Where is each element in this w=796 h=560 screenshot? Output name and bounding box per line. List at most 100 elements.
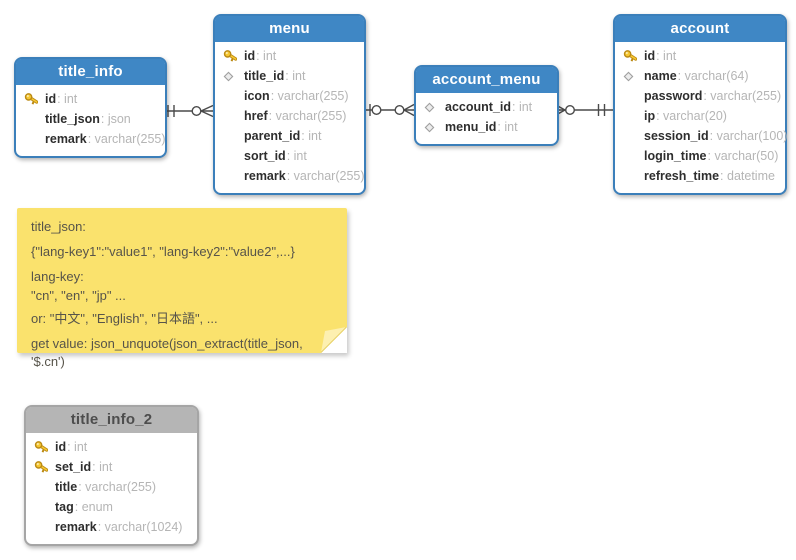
table-title: title_info_2	[70, 411, 153, 428]
field-type: : int	[301, 129, 322, 143]
field-type: : json	[100, 112, 131, 126]
field-type: : varchar(100)	[709, 129, 788, 143]
table-header[interactable]: account_menu	[416, 67, 557, 93]
field-row-tag: tag: enum	[32, 497, 191, 517]
field-type: : int	[285, 69, 306, 83]
field-row-session_id: session_id: varchar(100)	[621, 126, 787, 146]
field-type: : varchar(20)	[656, 109, 727, 123]
field-name: password	[644, 89, 703, 103]
table-header[interactable]: menu	[215, 16, 364, 42]
crow-foot-marker	[403, 109, 415, 117]
diamond-icon	[422, 122, 445, 133]
field-name: href	[244, 109, 268, 123]
field-name: refresh_time	[644, 169, 720, 183]
field-name: title_json	[45, 112, 100, 126]
table-title: account_menu	[432, 71, 541, 88]
field-type: : datetime	[720, 169, 775, 183]
field-name: id	[55, 440, 67, 454]
sticky-note[interactable]: title_json: {"lang-key1":"value1", "lang…	[17, 208, 347, 369]
diamond-icon	[621, 71, 644, 82]
field-name: menu_id	[445, 120, 497, 134]
cardinality-zero-circle	[371, 104, 382, 115]
table-title: title_info	[58, 63, 123, 80]
field-name: tag	[55, 500, 74, 514]
field-type: : int	[497, 120, 518, 134]
field-name: account_id	[445, 100, 511, 114]
field-row-menu_id: menu_id: int	[422, 117, 551, 137]
table-header[interactable]: title_info	[16, 59, 165, 85]
field-name: sort_id	[244, 149, 286, 163]
field-row-set_id: set_id: int	[32, 457, 191, 477]
cardinality-zero-circle	[565, 104, 576, 115]
crow-foot-marker	[200, 104, 214, 112]
field-row-parent_id: parent_id: int	[221, 126, 358, 146]
field-name: session_id	[644, 129, 709, 143]
field-name: icon	[244, 89, 270, 103]
field-name: title_id	[244, 69, 285, 83]
field-row-id: id: int	[221, 46, 358, 66]
field-type: : varchar(255)	[286, 169, 365, 183]
key-icon	[221, 49, 244, 63]
key-icon	[32, 440, 55, 454]
field-name: name	[644, 69, 677, 83]
relationship-title_info-menu[interactable]	[163, 104, 214, 118]
field-row-id: id: int	[621, 46, 779, 66]
diamond-icon	[221, 71, 244, 82]
note-line: "cn", "en", "jp" ...	[31, 288, 126, 303]
field-type: : int	[256, 49, 277, 63]
field-name: parent_id	[244, 129, 301, 143]
field-name: id	[45, 92, 57, 106]
table-title: menu	[269, 20, 310, 37]
field-row-name: name: varchar(64)	[621, 66, 779, 86]
note-line: lang-key:	[31, 269, 84, 284]
field-row-refresh_time: refresh_time: datetime	[621, 166, 779, 186]
field-name: remark	[55, 520, 97, 534]
field-type: : int	[286, 149, 307, 163]
field-row-title_json: title_json: json	[22, 109, 159, 129]
table-header[interactable]: title_info_2	[26, 407, 197, 433]
field-row-password: password: varchar(255)	[621, 86, 781, 106]
field-name: id	[244, 49, 256, 63]
relationship-account_menu-account[interactable]	[554, 103, 613, 117]
field-row-login_time: login_time: varchar(50)	[621, 146, 779, 166]
field-row-remark: remark: varchar(255)	[221, 166, 365, 186]
field-name: ip	[644, 109, 656, 123]
field-type: : varchar(64)	[677, 69, 749, 83]
key-icon	[621, 49, 644, 63]
field-row-icon: icon: varchar(255)	[221, 86, 358, 106]
field-name: title	[55, 480, 78, 494]
note-line: get value: json_unquote(json_extract(tit…	[31, 336, 303, 369]
field-name: login_time	[644, 149, 707, 163]
table-header[interactable]: account	[615, 16, 785, 42]
field-type: : varchar(255)	[87, 132, 166, 146]
field-name: remark	[244, 169, 286, 183]
field-name: set_id	[55, 460, 92, 474]
crow-foot-marker	[403, 103, 415, 111]
field-name: remark	[45, 132, 87, 146]
field-row-remark: remark: varchar(1024)	[32, 517, 191, 537]
note-line: {"lang-key1":"value1", "lang-key2":"valu…	[31, 244, 295, 259]
field-type: : int	[92, 460, 113, 474]
field-type: : int	[512, 100, 533, 114]
field-row-account_id: account_id: int	[422, 97, 551, 117]
field-row-href: href: varchar(255)	[221, 106, 358, 126]
note-line: or: "中文", "English", "日本語", ...	[31, 311, 218, 326]
field-row-sort_id: sort_id: int	[221, 146, 358, 166]
field-type: : varchar(255)	[270, 89, 349, 103]
cardinality-zero-circle	[394, 104, 405, 115]
field-type: : varchar(50)	[707, 149, 779, 163]
relationship-menu-account_menu[interactable]	[362, 103, 415, 117]
field-row-ip: ip: varchar(20)	[621, 106, 779, 126]
field-name: id	[644, 49, 656, 63]
field-row-id: id: int	[32, 437, 191, 457]
field-type: : varchar(255)	[78, 480, 157, 494]
